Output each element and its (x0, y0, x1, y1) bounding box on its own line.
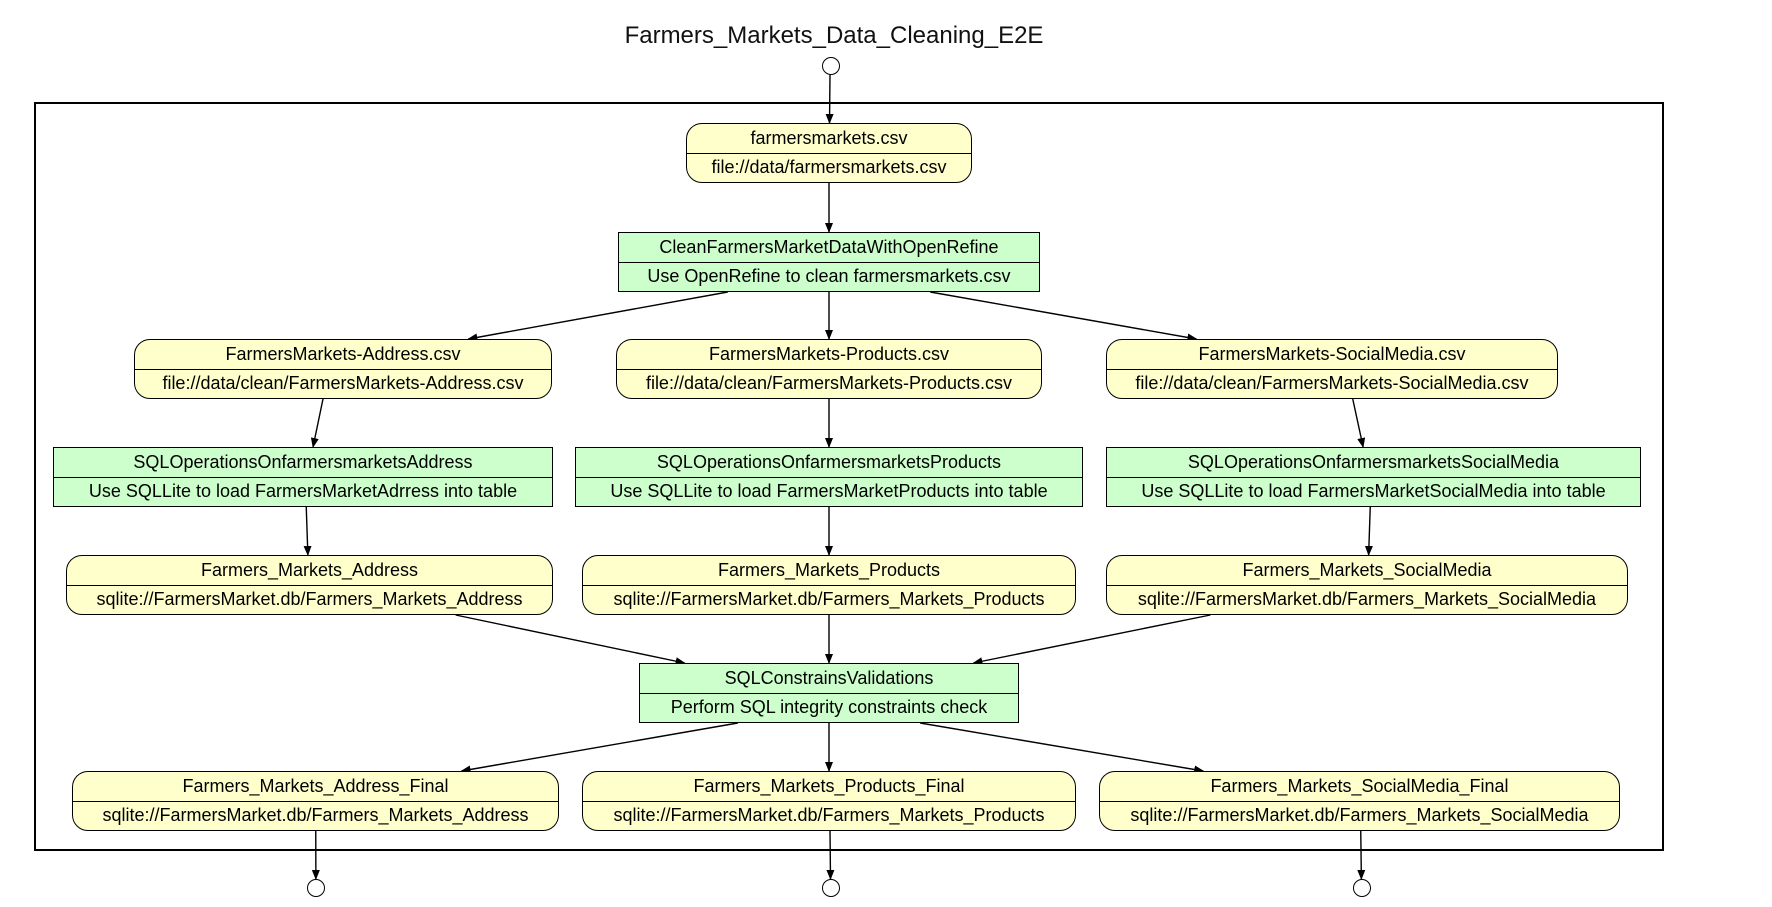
node-name: Farmers_Markets_Products_Final (693, 775, 965, 796)
data-node-address-csv[interactable]: FarmersMarkets-Address.csv file://data/c… (134, 339, 552, 399)
node-uri: sqlite://FarmersMarket.db/Farmers_Market… (73, 800, 558, 831)
node-name: SQLOperationsOnfarmersmarketsAddress (133, 451, 473, 472)
edge-validations-to-address_final (460, 722, 738, 774)
edge-validations-to-socialmedia_final (920, 722, 1205, 774)
edge-input_port-to-farmersmarkets_csv (825, 74, 834, 124)
workflow-boundary (34, 102, 1664, 851)
output-port-socialmedia (1353, 879, 1371, 897)
data-node-socialmedia-table[interactable]: Farmers_Markets_SocialMedia sqlite://Far… (1106, 555, 1628, 615)
data-node-products-csv[interactable]: FarmersMarkets-Products.csv file://data/… (616, 339, 1042, 399)
node-name: Farmers_Markets_SocialMedia (1242, 559, 1492, 580)
node-uri: sqlite://FarmersMarket.db/Farmers_Market… (583, 584, 1075, 615)
program-node-sql-address[interactable]: SQLOperationsOnfarmersmarketsAddress Use… (53, 447, 553, 507)
program-node-clean-openrefine[interactable]: CleanFarmersMarketDataWithOpenRefine Use… (618, 232, 1040, 292)
program-node-sql-products[interactable]: SQLOperationsOnfarmersmarketsProducts Us… (575, 447, 1083, 507)
output-port-products (822, 879, 840, 897)
node-name: FarmersMarkets-Address.csv (225, 343, 461, 364)
edge-sql_address-to-address_table (303, 506, 312, 556)
node-description: Use SQLLite to load FarmersMarketProduct… (576, 476, 1082, 507)
edge-socialmedia_csv-to-sql_socialmedia (1352, 398, 1366, 448)
node-name: Farmers_Markets_SocialMedia_Final (1210, 775, 1509, 796)
diagram-title: Farmers_Markets_Data_Cleaning_E2E (624, 22, 1044, 49)
edge-socialmedia_table-to-validations (972, 614, 1211, 666)
edge-address_csv-to-sql_address (310, 398, 324, 448)
workflow-input-port (822, 57, 840, 75)
node-name: FarmersMarkets-SocialMedia.csv (1198, 343, 1466, 364)
data-node-products-final[interactable]: Farmers_Markets_Products_Final sqlite://… (582, 771, 1076, 831)
program-node-sql-validations[interactable]: SQLConstrainsValidations Perform SQL int… (639, 663, 1019, 723)
output-port-address (307, 879, 325, 897)
node-name: Farmers_Markets_Products (717, 559, 941, 580)
node-name: SQLOperationsOnfarmersmarketsProducts (656, 451, 1002, 472)
node-uri: file://data/clean/FarmersMarkets-Address… (135, 368, 551, 399)
edge-address_table-to-validations (455, 614, 686, 666)
node-name: CleanFarmersMarketDataWithOpenRefine (659, 236, 999, 257)
edge-products_final-to-output_port_products (826, 830, 835, 880)
data-node-products-table[interactable]: Farmers_Markets_Products sqlite://Farmer… (582, 555, 1076, 615)
edge-clean_program-to-address_csv (467, 291, 728, 342)
node-uri: file://data/clean/FarmersMarkets-Product… (617, 368, 1041, 399)
node-name: Farmers_Markets_Address (200, 559, 419, 580)
edge-socialmedia_final-to-output_port_socialmedia (1357, 830, 1366, 880)
node-name: SQLOperationsOnfarmersmarketsSocialMedia (1187, 451, 1560, 472)
node-name: farmersmarkets.csv (750, 127, 908, 148)
node-description: Use OpenRefine to clean farmersmarkets.c… (619, 261, 1039, 292)
data-node-address-final[interactable]: Farmers_Markets_Address_Final sqlite://F… (72, 771, 559, 831)
edge-sql_socialmedia-to-socialmedia_table (1364, 506, 1373, 556)
node-uri: sqlite://FarmersMarket.db/Farmers_Market… (1100, 800, 1619, 831)
node-name: FarmersMarkets-Products.csv (708, 343, 950, 364)
data-node-socialmedia-csv[interactable]: FarmersMarkets-SocialMedia.csv file://da… (1106, 339, 1558, 399)
data-node-socialmedia-final[interactable]: Farmers_Markets_SocialMedia_Final sqlite… (1099, 771, 1620, 831)
edge-clean_program-to-socialmedia_csv (930, 291, 1198, 342)
node-description: Use SQLLite to load FarmersMarketSocialM… (1107, 476, 1640, 507)
node-uri: sqlite://FarmersMarket.db/Farmers_Market… (583, 800, 1075, 831)
node-name: SQLConstrainsValidations (724, 667, 934, 688)
node-uri: sqlite://FarmersMarket.db/Farmers_Market… (67, 584, 552, 615)
node-description: Use SQLLite to load FarmersMarketAdrress… (54, 476, 552, 507)
node-uri: sqlite://FarmersMarket.db/Farmers_Market… (1107, 584, 1627, 615)
node-uri: file://data/clean/FarmersMarkets-SocialM… (1107, 368, 1557, 399)
data-node-address-table[interactable]: Farmers_Markets_Address sqlite://Farmers… (66, 555, 553, 615)
node-name: Farmers_Markets_Address_Final (182, 775, 449, 796)
program-node-sql-socialmedia[interactable]: SQLOperationsOnfarmersmarketsSocialMedia… (1106, 447, 1641, 507)
data-node-farmersmarkets-csv[interactable]: farmersmarkets.csv file://data/farmersma… (686, 123, 972, 183)
node-uri: file://data/farmersmarkets.csv (687, 152, 971, 183)
node-description: Perform SQL integrity constraints check (640, 692, 1018, 723)
